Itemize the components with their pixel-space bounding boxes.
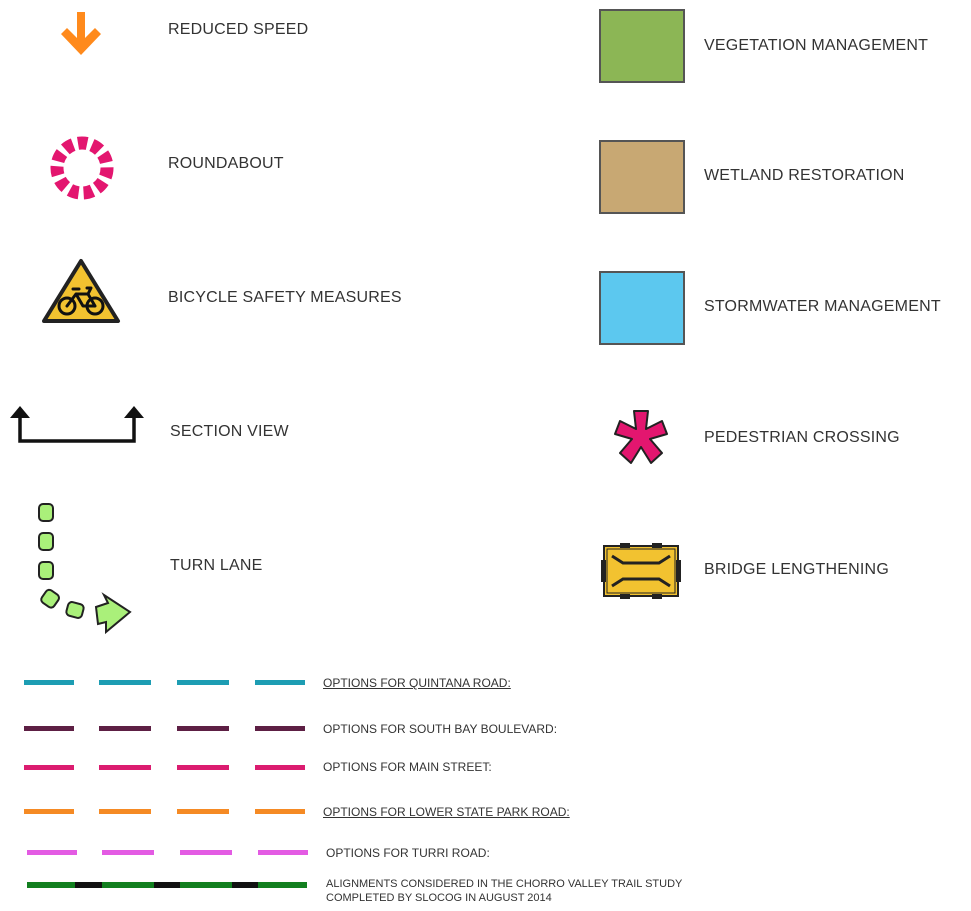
quintana-road-label: OPTIONS FOR QUINTANA ROAD: — [323, 676, 511, 690]
reduced-speed-label: REDUCED SPEED — [168, 21, 309, 38]
pedestrian-crossing-label: PEDESTRIAN CROSSING — [704, 429, 900, 446]
bridge-lengthening-label: BRIDGE LENGTHENING — [704, 561, 889, 578]
section-view-label: SECTION VIEW — [170, 423, 289, 440]
turn-lane-icon — [38, 503, 132, 635]
bicycle-sign-icon — [42, 259, 120, 323]
reduced-speed-arrow-icon — [61, 12, 101, 55]
section-view-icon — [10, 406, 144, 443]
stormwater-management-swatch — [599, 271, 685, 345]
alignments-label-line2: COMPLETED BY SLOCOG IN AUGUST 2014 — [326, 892, 552, 904]
stormwater-management-label: STORMWATER MANAGEMENT — [704, 298, 941, 315]
vegetation-management-swatch — [599, 9, 685, 83]
pedestrian-crossing-asterisk-icon — [614, 410, 668, 464]
wetland-restoration-swatch — [599, 140, 685, 214]
turn-lane-label: TURN LANE — [170, 557, 263, 574]
lower-state-park-road-label: OPTIONS FOR LOWER STATE PARK ROAD: — [323, 805, 570, 819]
bridge-lengthening-icon — [601, 543, 681, 599]
roundabout-icon — [50, 136, 114, 200]
alignments-label-line1: ALIGNMENTS CONSIDERED IN THE CHORRO VALL… — [326, 878, 683, 890]
turri-road-label: OPTIONS FOR TURRI ROAD: — [326, 846, 490, 860]
vegetation-management-label: VEGETATION MANAGEMENT — [704, 37, 929, 54]
south-bay-boulevard-label: OPTIONS FOR SOUTH BAY BOULEVARD: — [323, 722, 558, 736]
main-street-label: OPTIONS FOR MAIN STREET: — [323, 760, 492, 774]
wetland-restoration-label: WETLAND RESTORATION — [704, 167, 905, 184]
bicycle-safety-label: BICYCLE SAFETY MEASURES — [168, 289, 402, 306]
roundabout-label: ROUNDABOUT — [168, 155, 284, 172]
